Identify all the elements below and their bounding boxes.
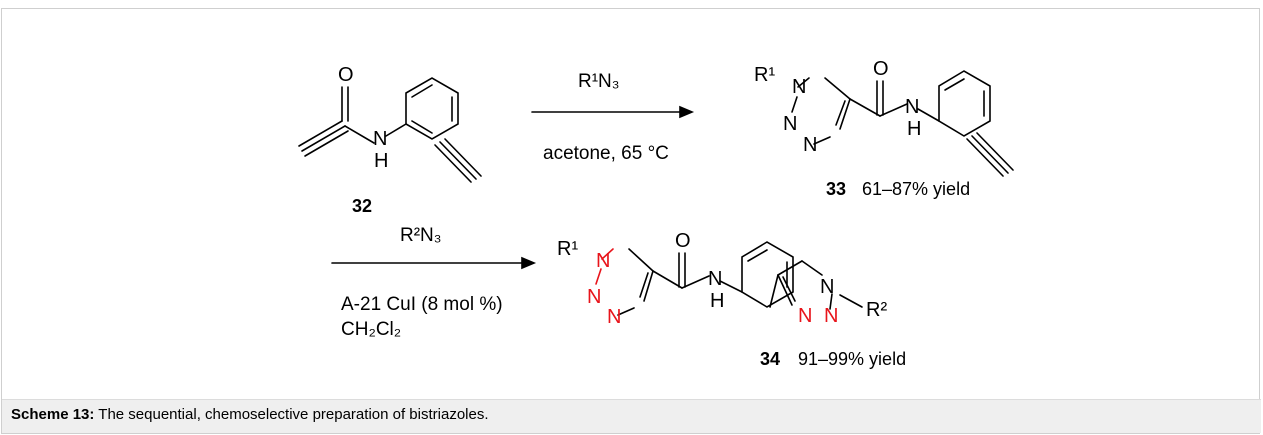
atom-n-right-3-34: N bbox=[824, 305, 838, 327]
yield-34: 91–99% yield bbox=[798, 349, 906, 369]
caption-bar: Scheme 13: The sequential, chemoselectiv… bbox=[2, 399, 1261, 433]
compound-32-structure bbox=[298, 77, 482, 183]
conditions-2-line1: A-21 CuI (8 mol %) bbox=[341, 294, 503, 315]
atom-o-34: O bbox=[675, 230, 691, 252]
compound-number-32: 32 bbox=[352, 196, 372, 216]
r1-label-34: R¹ bbox=[557, 238, 578, 260]
atom-n2-33: N bbox=[783, 113, 797, 135]
scheme-frame: O N H 32 R¹N₃ acetone, 65 °C bbox=[1, 8, 1261, 434]
arrowhead-1 bbox=[679, 105, 695, 119]
atom-n-right-1-34: N bbox=[820, 276, 834, 298]
reagent-2: R²N₃ bbox=[400, 225, 442, 246]
atom-h-33: H bbox=[907, 118, 921, 140]
atom-n-amide-33: N bbox=[905, 96, 919, 118]
reaction-scheme: O N H 32 R¹N₃ acetone, 65 °C bbox=[298, 58, 1014, 369]
conditions-2-line2: CH₂Cl₂ bbox=[341, 319, 401, 340]
atom-n-right-2-34: N bbox=[798, 305, 812, 327]
yield-33: 61–87% yield bbox=[862, 179, 970, 199]
atom-n3-34: N bbox=[607, 306, 621, 328]
atom-n1-34: N bbox=[596, 250, 610, 272]
atom-n-32: N bbox=[373, 128, 387, 150]
atom-h-34: H bbox=[710, 290, 724, 312]
atom-o-33: O bbox=[873, 58, 889, 80]
caption-label: Scheme 13: bbox=[11, 406, 95, 423]
conditions-1: acetone, 65 °C bbox=[543, 143, 669, 164]
compound-number-34: 34 bbox=[760, 349, 780, 369]
compound-number-33: 33 bbox=[826, 179, 846, 199]
atom-n3-33: N bbox=[803, 134, 817, 156]
compound-34-structure bbox=[595, 241, 863, 316]
arrowhead-2 bbox=[521, 256, 537, 270]
caption-description: The sequential, chemoselective preparati… bbox=[94, 406, 489, 423]
atom-o-32: O bbox=[338, 64, 354, 86]
atom-n-amide-34: N bbox=[708, 268, 722, 290]
atom-n1-33: N bbox=[792, 76, 806, 98]
compound-33-structure bbox=[791, 70, 1014, 177]
r1-label-33: R¹ bbox=[754, 64, 775, 86]
atom-h-32: H bbox=[374, 150, 388, 172]
reagent-1: R¹N₃ bbox=[578, 71, 620, 92]
r2-label-34: R² bbox=[866, 299, 887, 321]
caption-text: Scheme 13: The sequential, chemoselectiv… bbox=[11, 406, 489, 423]
atom-n2-34: N bbox=[587, 286, 601, 308]
